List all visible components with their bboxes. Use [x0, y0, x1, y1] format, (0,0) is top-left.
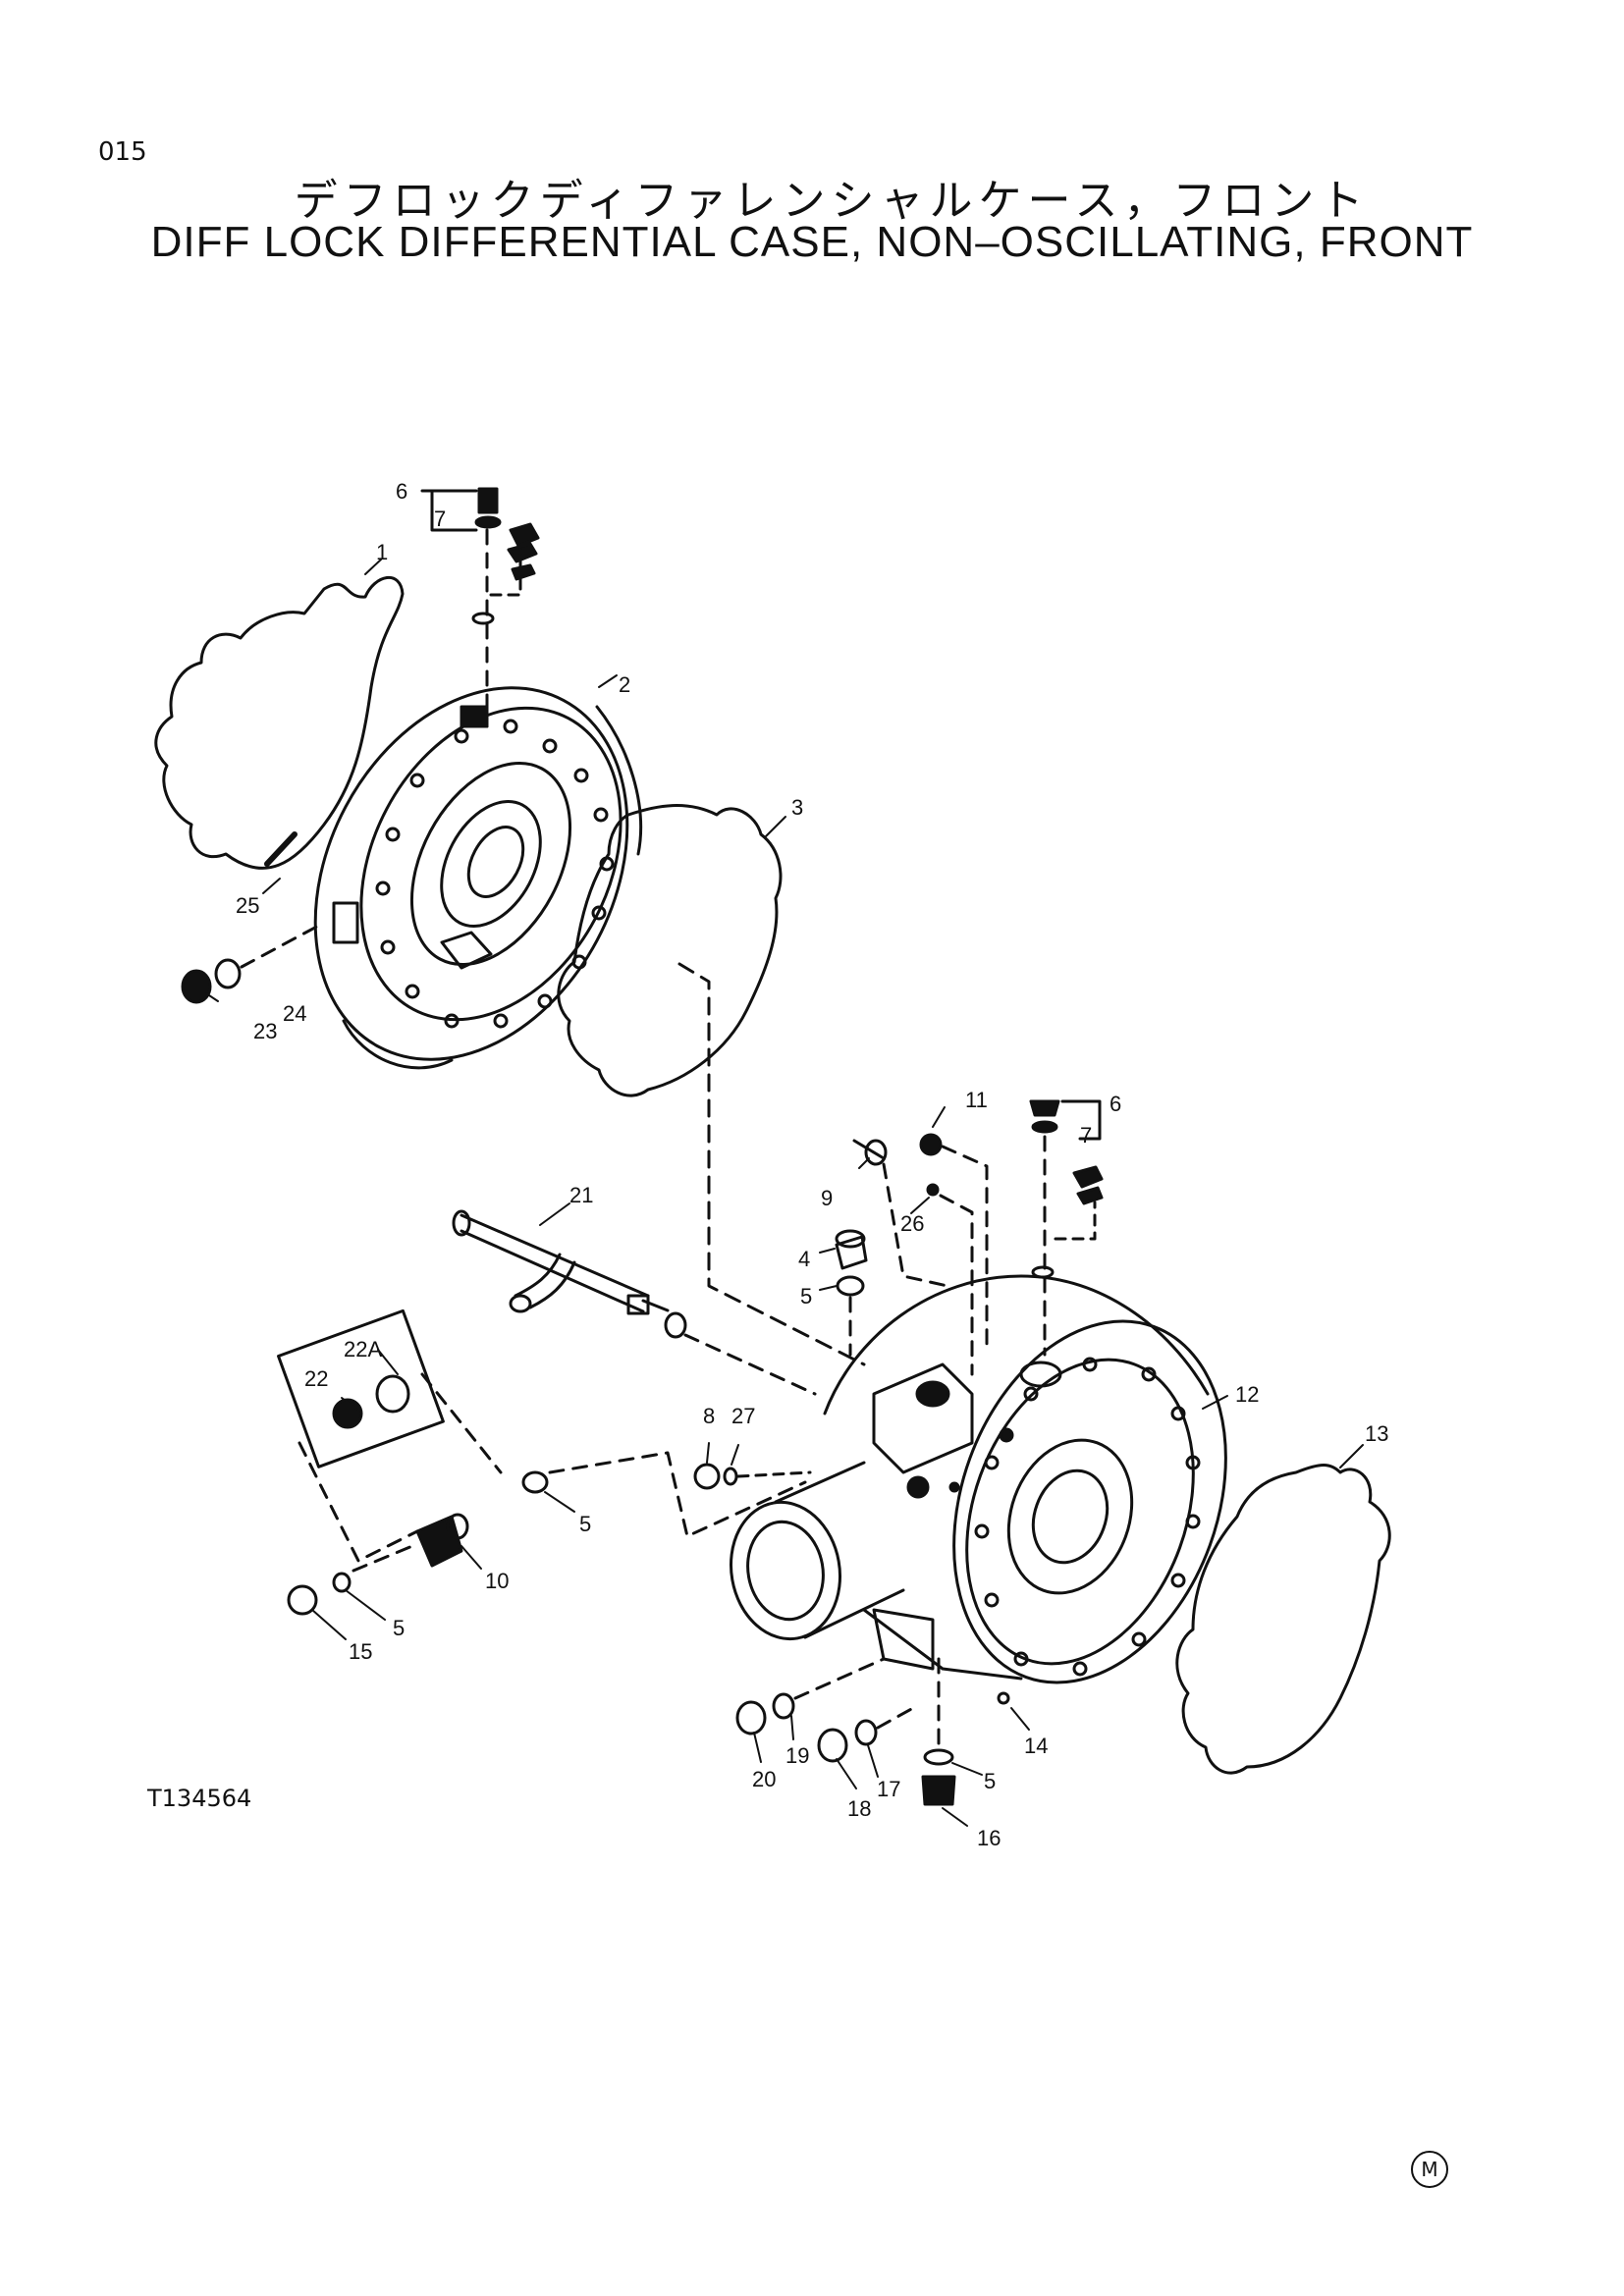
- dash-10: [352, 1544, 414, 1573]
- dash-main-vertical: [677, 962, 866, 1366]
- plug-20: [735, 1700, 767, 1735]
- callout-16: 16: [977, 1826, 1001, 1850]
- dash-11: [941, 1145, 989, 1347]
- part-26: [926, 1183, 940, 1197]
- callout-8: 8: [703, 1404, 715, 1428]
- part-22: [332, 1398, 363, 1429]
- callout-19: 19: [785, 1743, 809, 1768]
- washer-top-small: [471, 612, 495, 625]
- callout-3: 3: [791, 795, 803, 820]
- callout-17: 17: [877, 1777, 900, 1801]
- alt-plug-top: [507, 522, 540, 581]
- plug-8: [693, 1463, 721, 1490]
- callout-21: 21: [569, 1183, 593, 1207]
- ring-17: [854, 1719, 878, 1746]
- plug-18: [817, 1728, 848, 1763]
- alt-bracket-top: [489, 548, 522, 597]
- callout-labels: 6 7 1 2 3 25 23 24 11 6 7 9 26 21 4 5 22…: [236, 479, 1388, 1850]
- callout-7b: 7: [1080, 1123, 1092, 1148]
- ring-27: [723, 1467, 738, 1486]
- plug-6-right: [1029, 1099, 1060, 1117]
- alt-bracket-right: [1054, 1201, 1097, 1241]
- title-english: DIFF LOCK DIFFERENTIAL CASE, NON–OSCILLA…: [150, 218, 1474, 266]
- callout-5d: 5: [984, 1769, 996, 1793]
- ring-19: [772, 1692, 795, 1720]
- ring-24: [214, 958, 242, 989]
- dash-17: [876, 1706, 915, 1730]
- corner-mark: M: [1411, 2151, 1448, 2188]
- dash-19: [793, 1657, 886, 1700]
- title-japanese: デフロックディファレンシャルケース，フロント: [294, 176, 1370, 226]
- callout-12: 12: [1235, 1382, 1259, 1407]
- washer-right-small: [1031, 1265, 1055, 1279]
- callout-22A: 22A: [344, 1337, 382, 1362]
- callout-1: 1: [376, 540, 388, 564]
- washer-7-top: [474, 515, 502, 529]
- callout-26: 26: [900, 1211, 924, 1236]
- ring-9: [864, 1139, 888, 1166]
- callout-11: 11: [965, 1088, 988, 1112]
- dash-26: [939, 1194, 974, 1376]
- callout-13: 13: [1365, 1421, 1388, 1446]
- plug-16: [921, 1775, 956, 1806]
- callout-5c: 5: [393, 1616, 405, 1640]
- leader-6-top: [420, 489, 478, 532]
- plug-11: [919, 1133, 943, 1156]
- leader-6-right: [1060, 1099, 1102, 1141]
- plug-4-top: [835, 1229, 866, 1249]
- dash-21-to-case: [683, 1333, 817, 1396]
- callout-4: 4: [798, 1247, 810, 1271]
- gasket-1: [154, 575, 405, 870]
- tube-21: [452, 1209, 687, 1339]
- plug-23: [181, 969, 212, 1004]
- kit-box-22: [277, 1308, 445, 1468]
- callout-24: 24: [283, 1001, 306, 1026]
- callout-5b: 5: [579, 1512, 591, 1536]
- callout-20: 20: [752, 1767, 776, 1791]
- callout-leaders: [205, 559, 1364, 1827]
- washer-7-right: [1031, 1120, 1058, 1134]
- callout-9: 9: [821, 1186, 833, 1210]
- gasket-3: [557, 804, 783, 1097]
- dash-9: [882, 1162, 949, 1288]
- cover-2: [313, 686, 643, 1070]
- dash-5-mid: [548, 1451, 807, 1538]
- dash-box-right: [420, 1372, 503, 1474]
- plug-6-top: [477, 487, 499, 514]
- page-number: 015: [98, 137, 147, 167]
- dash-23-to-cover: [240, 921, 326, 969]
- dash-8: [736, 1470, 812, 1478]
- callout-6b: 6: [1110, 1092, 1121, 1116]
- ring-5-upper: [836, 1275, 865, 1297]
- ring-5-bottom: [923, 1748, 954, 1766]
- callout-25: 25: [236, 893, 259, 918]
- callout-10: 10: [485, 1569, 509, 1593]
- part-14: [997, 1691, 1010, 1705]
- callout-23: 23: [253, 1019, 277, 1043]
- callout-7a: 7: [434, 507, 446, 531]
- gasket-13: [1175, 1464, 1391, 1775]
- plug-4: [835, 1235, 868, 1270]
- ring-5-mid: [521, 1470, 549, 1494]
- plug-15: [287, 1584, 318, 1616]
- diff-case-12: [729, 1274, 1227, 1684]
- callout-6a: 6: [396, 479, 407, 504]
- callout-5a: 5: [800, 1284, 812, 1308]
- fitting-10: [415, 1513, 469, 1568]
- callout-14: 14: [1024, 1734, 1048, 1758]
- dash-box-left: [298, 1441, 419, 1563]
- callout-2: 2: [619, 672, 630, 697]
- part-22A: [375, 1374, 410, 1414]
- pin-9-stem: [852, 1139, 886, 1160]
- pin-25: [264, 831, 298, 867]
- callout-22: 22: [304, 1366, 328, 1391]
- ring-5-low: [332, 1572, 352, 1593]
- alt-plug-right: [1072, 1165, 1104, 1205]
- callout-27: 27: [731, 1404, 755, 1428]
- callout-18: 18: [847, 1796, 871, 1821]
- callout-15: 15: [349, 1639, 372, 1664]
- figure-id: T134564: [147, 1785, 252, 1812]
